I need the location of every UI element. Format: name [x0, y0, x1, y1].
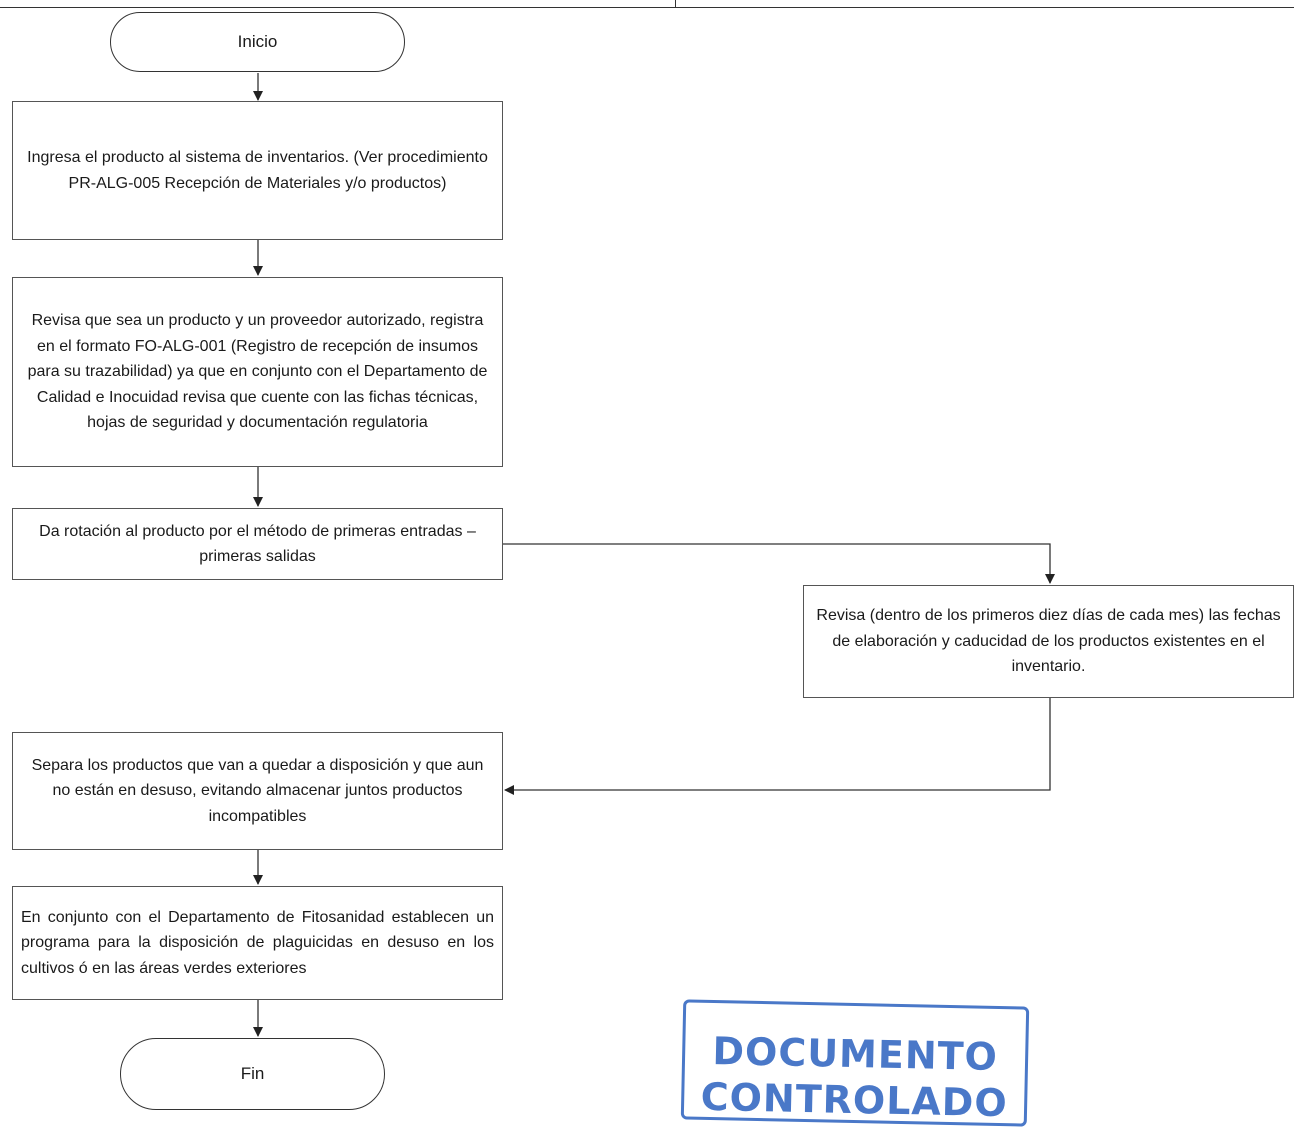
top-border-line — [0, 7, 1294, 8]
step-5-text: Separa los productos que van a quedar a … — [31, 756, 484, 825]
step-disposal-program: En conjunto con el Departamento de Fitos… — [12, 886, 503, 1000]
step-review-supplier: Revisa que sea un producto y un proveedo… — [12, 277, 503, 467]
start-terminal: Inicio — [110, 12, 405, 72]
top-border-divider — [675, 0, 676, 8]
step-2-text: Revisa que sea un producto y un proveedo… — [27, 312, 488, 432]
step-6-text: En conjunto con el Departamento de Fitos… — [21, 908, 494, 977]
end-terminal: Fin — [120, 1038, 385, 1110]
step-3-text: Da rotación al producto por el método de… — [39, 522, 476, 566]
step-register-product: Ingresa el producto al sistema de invent… — [12, 101, 503, 240]
step-separate-products: Separa los productos que van a quedar a … — [12, 732, 503, 850]
step-rotation-fifo: Da rotación al producto por el método de… — [12, 508, 503, 580]
step-4-text: Revisa (dentro de los primeros diez días… — [816, 607, 1281, 676]
end-label: Fin — [240, 1064, 265, 1083]
arrow-step3-to-step4 — [503, 543, 1055, 584]
arrow-step4-to-step5 — [504, 698, 1051, 795]
start-label: Inicio — [237, 32, 278, 51]
stamp-line-1: DOCUMENTO — [712, 1029, 999, 1079]
step-1-text: Ingresa el producto al sistema de invent… — [27, 149, 488, 192]
controlled-document-stamp: DOCUMENTO CONTROLADO — [680, 999, 1030, 1127]
step-monthly-review: Revisa (dentro de los primeros diez días… — [803, 585, 1294, 698]
stamp-line-2: CONTROLADO — [700, 1074, 1009, 1126]
